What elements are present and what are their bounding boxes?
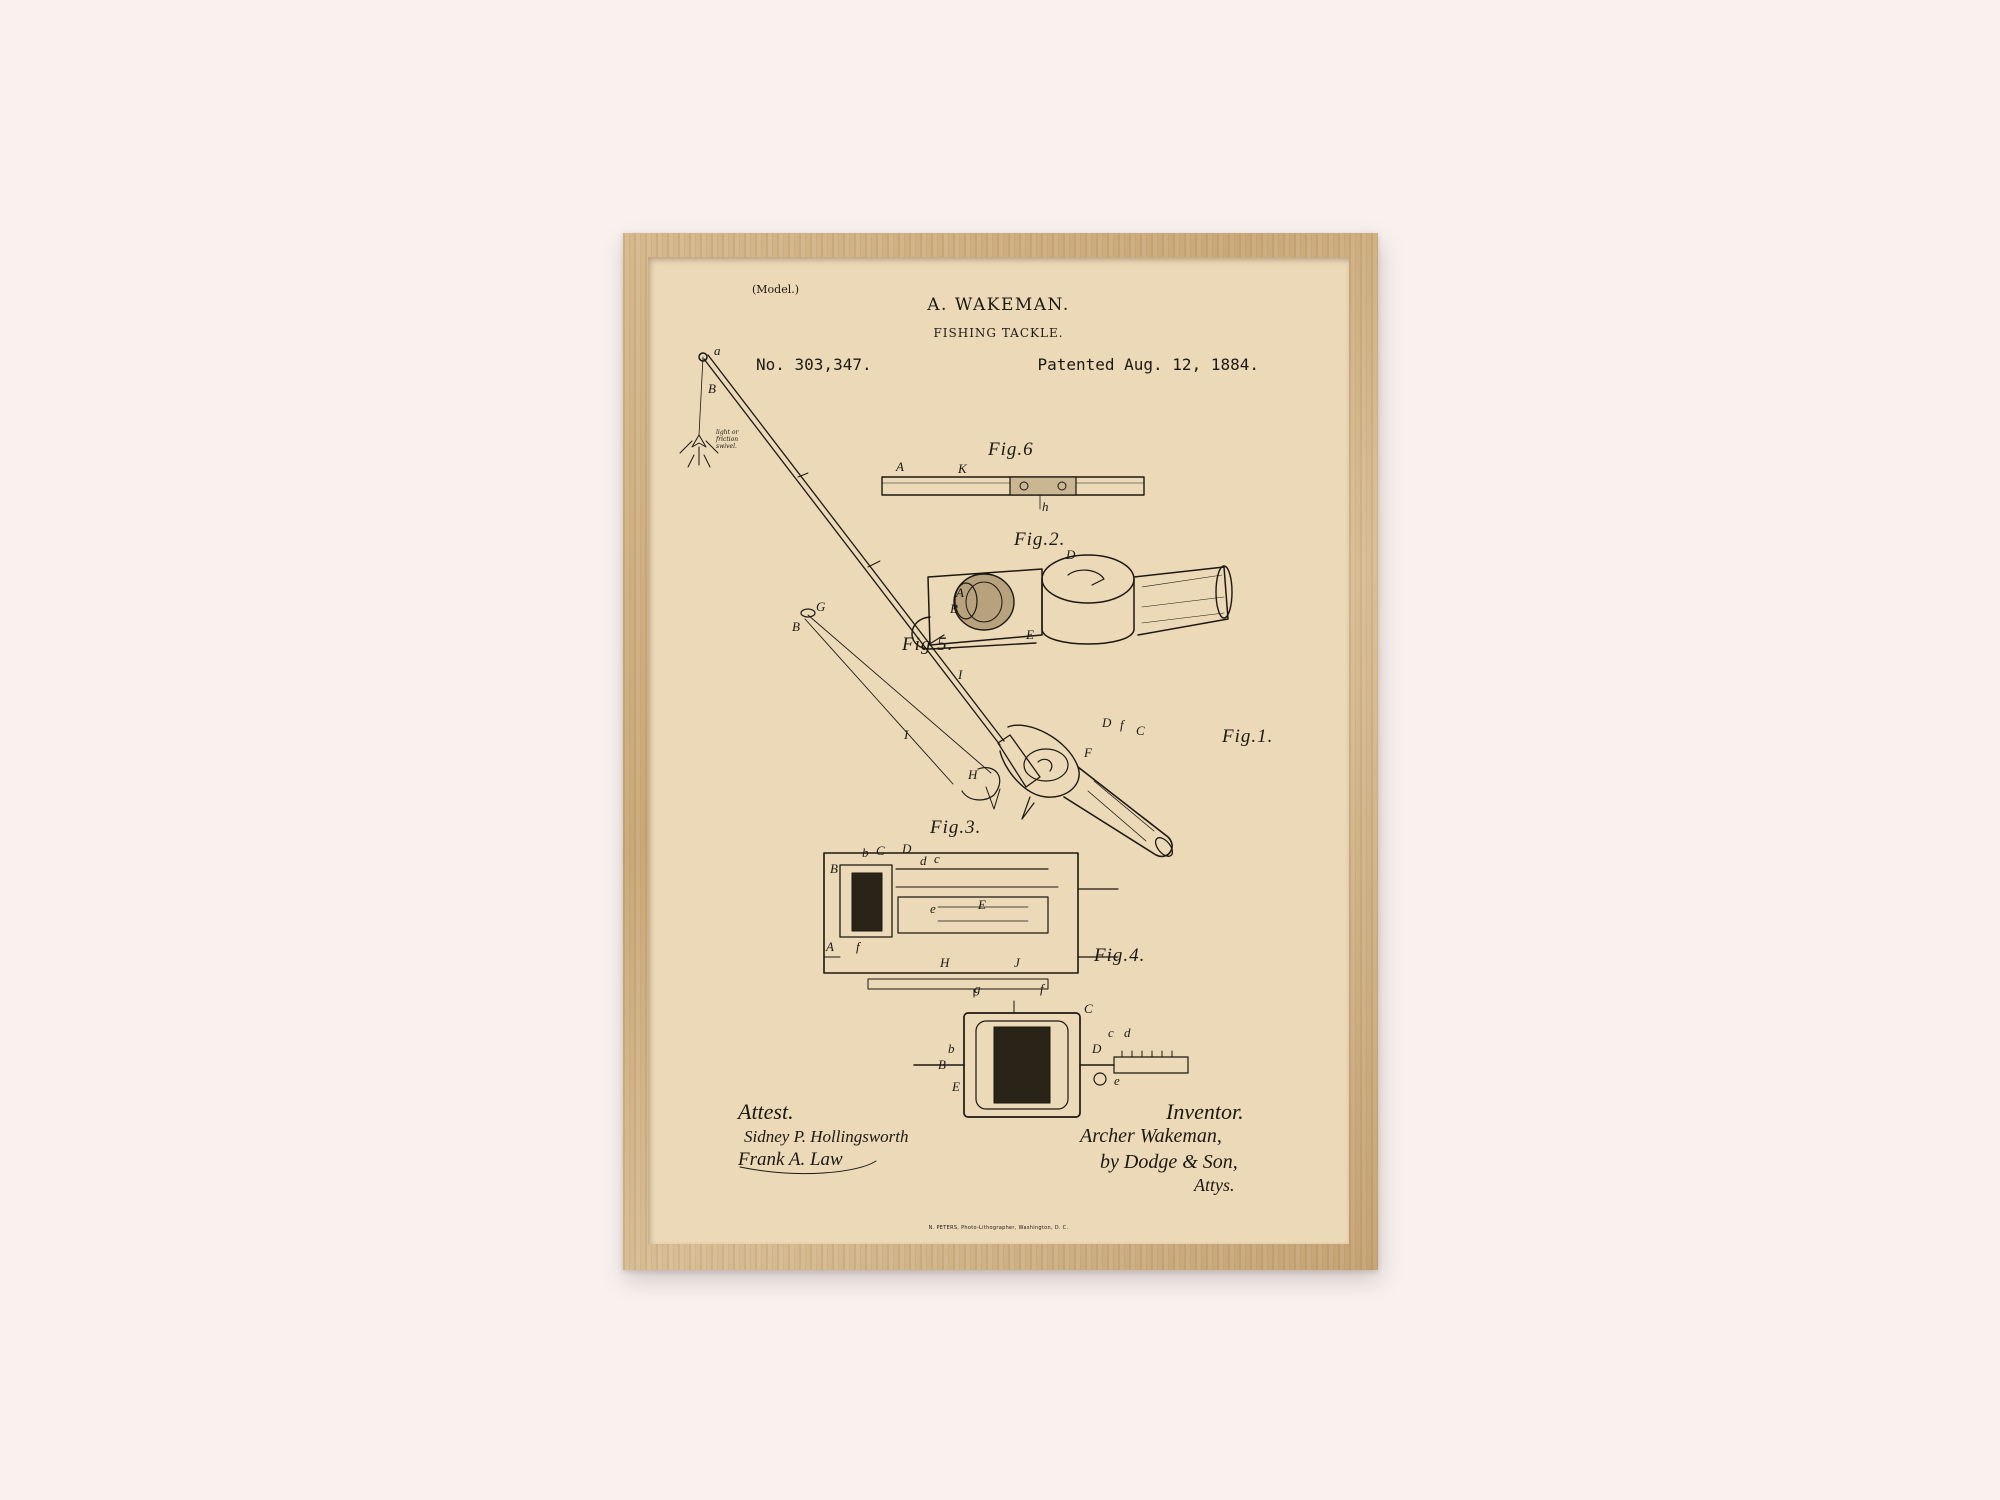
ref-letter: A [826, 939, 834, 954]
ref-letter: K [958, 461, 967, 476]
ref-letter: B [938, 1057, 946, 1072]
ref-letter: c [934, 851, 940, 866]
ref-letter: b [948, 1041, 955, 1056]
ref-letter: B [792, 619, 800, 634]
ref-letter: a [714, 343, 721, 358]
ref-letter: B [830, 861, 838, 876]
ref-letter: e [1114, 1073, 1120, 1088]
fig2-reel-drawing [911, 554, 1233, 650]
ref-letter: D [1066, 547, 1076, 562]
ref-letter: J [1014, 955, 1020, 970]
ref-letter: A [896, 459, 904, 474]
ref-letter: e [930, 901, 936, 916]
fig4-label: Fig.4. [1094, 945, 1146, 966]
patent-date: Patented Aug. 12, 1884. [1037, 355, 1259, 374]
swivel-note: light or friction swivel. [716, 429, 739, 450]
inventor-label: Inventor. [1166, 1099, 1244, 1124]
patent-number: No. 303,347. [756, 355, 872, 374]
ref-letter: d [1124, 1025, 1131, 1040]
attest-label: Attest. [738, 1099, 794, 1124]
ref-letter: B [708, 381, 716, 396]
ref-letter: c [1108, 1025, 1114, 1040]
printer-credit: N. PETERS, Photo-Lithographer, Washingto… [928, 1225, 1069, 1231]
ref-letter: I [904, 727, 909, 742]
fig5-line-drawing [800, 608, 1001, 810]
ref-letter: g [974, 981, 981, 996]
fig6-joint-drawing [881, 476, 1145, 510]
fig2-label: Fig.2. [1014, 529, 1066, 550]
patent-title: FISHING TACKLE. [933, 326, 1064, 340]
ref-letter: E [952, 1079, 960, 1094]
fig1-label: Fig.1. [1222, 726, 1274, 747]
ref-letter: C [1136, 723, 1145, 738]
fig6-label: Fig.6 [988, 439, 1034, 460]
inventor-name-heading: A. WAKEMAN. [927, 295, 1070, 315]
ref-letter: H [940, 955, 950, 970]
ref-letter: C [876, 843, 885, 858]
ref-letter: h [1042, 499, 1049, 514]
patent-drawing [679, 352, 1233, 1174]
inventor-signature: Archer Wakeman, [1080, 1125, 1222, 1147]
patent-print: (Model.) A. WAKEMAN. FISHING TACKLE. No.… [648, 257, 1349, 1244]
signature-flourish [739, 1160, 877, 1174]
ref-letter: E [978, 897, 986, 912]
ref-letter: D [902, 841, 912, 856]
ref-letter: f [1040, 981, 1044, 996]
ref-letter: E [1026, 627, 1034, 642]
ref-letter: G [816, 599, 826, 614]
ref-letter: f [856, 939, 860, 954]
fig5-label: Fig.5. [902, 634, 954, 655]
witness-signature-2: Frank A. Law [738, 1149, 843, 1170]
fig3-label: Fig.3. [930, 817, 982, 838]
ref-letter: A [956, 585, 964, 600]
ref-letter: D [1092, 1041, 1102, 1056]
ref-letter: C [1084, 1001, 1093, 1016]
ref-letter: I [958, 667, 963, 682]
attorney-suffix: Attys. [1194, 1175, 1235, 1195]
attorney-signature: by Dodge & Son, [1100, 1151, 1238, 1173]
fig3-section-drawing [823, 852, 1119, 998]
ref-letter: d [920, 853, 927, 868]
ref-letter: B [950, 601, 958, 616]
ref-letter: H [968, 767, 978, 782]
ref-letter: D [1102, 715, 1112, 730]
ref-letter: b [862, 845, 869, 860]
witness-signature-1: Sidney P. Hollingsworth [744, 1127, 909, 1146]
ref-letter: f [1120, 717, 1124, 732]
fig4-spool-drawing [913, 1000, 1189, 1118]
model-label: (Model.) [752, 283, 800, 296]
ref-letter: F [1084, 745, 1092, 760]
